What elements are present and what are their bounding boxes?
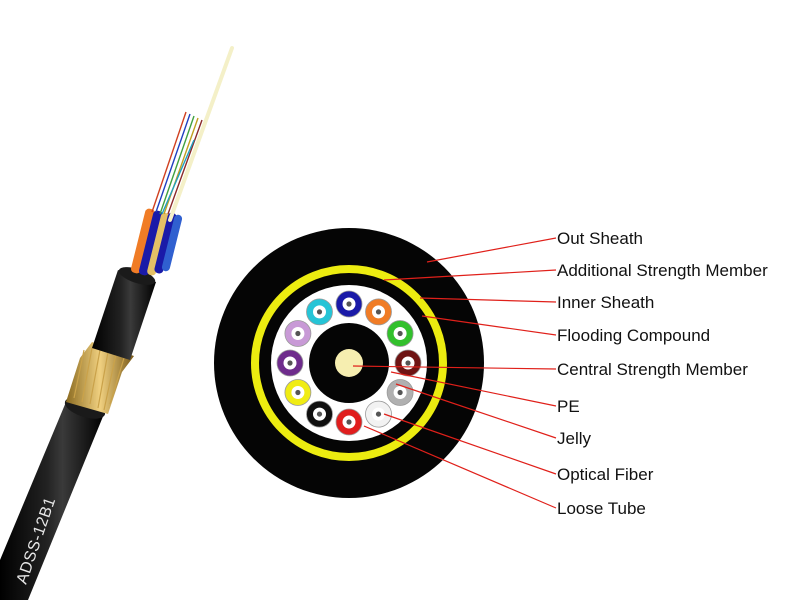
leader-line-jelly [395, 383, 557, 439]
leader-line-pe [390, 371, 557, 407]
label-flooding-compound: Flooding Compound [557, 326, 710, 345]
leader-lines [352, 237, 557, 509]
label-loose-tube: Loose Tube [557, 499, 646, 518]
aramid-yarn-fibers [73, 347, 125, 411]
optical-fiber-core [346, 301, 352, 307]
optical-fiber-core [397, 330, 403, 337]
label-out-sheath: Out Sheath [557, 229, 643, 248]
inner-sheath-section [92, 270, 156, 360]
optical-fiber-core [287, 360, 293, 366]
optical-fiber-core [346, 419, 352, 425]
inner-sheath-ring [260, 274, 438, 452]
optical-fiber-core [295, 389, 301, 396]
label-pe: PE [557, 397, 580, 416]
optical-fiber-core [316, 309, 323, 315]
leader-line-flooding-compound [421, 315, 557, 336]
leader-line-loose-tube [363, 425, 557, 509]
label-optical-fiber: Optical Fiber [557, 465, 654, 484]
optical-fiber-core [316, 411, 323, 417]
label-jelly: Jelly [557, 429, 592, 448]
label-central-strength-member: Central Strength Member [557, 360, 748, 379]
central-strength-member-disk [335, 349, 363, 377]
leader-line-inner-sheath [419, 297, 557, 303]
labels: Out Sheath Additional Strength Member In… [557, 229, 768, 518]
central-strength-rod [168, 46, 234, 222]
loose-tube-bundle [131, 208, 183, 276]
leader-line-additional-strength-member [383, 269, 557, 281]
leader-line-out-sheath [426, 237, 557, 263]
optical-fiber-core [295, 330, 301, 337]
stripped-cable-illustration: ADSS-12B1 [0, 46, 234, 600]
additional-strength-ring [251, 265, 447, 461]
optical-fiber-core [397, 389, 403, 396]
optical-fiber-strands [151, 111, 203, 215]
outer-jacket-section [0, 402, 104, 600]
optical-fiber-core [375, 411, 382, 417]
cable-cross-section [214, 228, 484, 498]
label-inner-sheath: Inner Sheath [557, 293, 654, 312]
inner-sheath-cut-edge [118, 267, 156, 285]
leader-line-central-strength-member [352, 365, 557, 370]
loose-tube-ring [276, 290, 422, 436]
label-additional-strength-member: Additional Strength Member [557, 261, 768, 280]
leader-line-optical-fiber [383, 413, 557, 475]
optical-fiber-core [375, 309, 382, 315]
optical-fiber-core [405, 360, 411, 366]
